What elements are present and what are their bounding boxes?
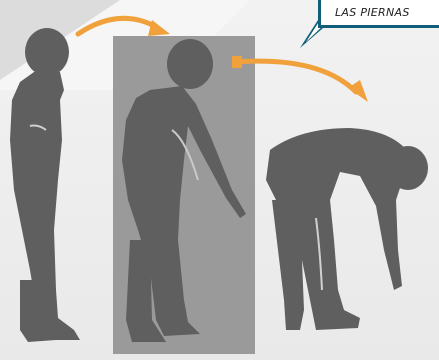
caption-text: LAS PIERNAS xyxy=(335,6,410,19)
caption-callout: LAS PIERNAS xyxy=(318,0,439,28)
